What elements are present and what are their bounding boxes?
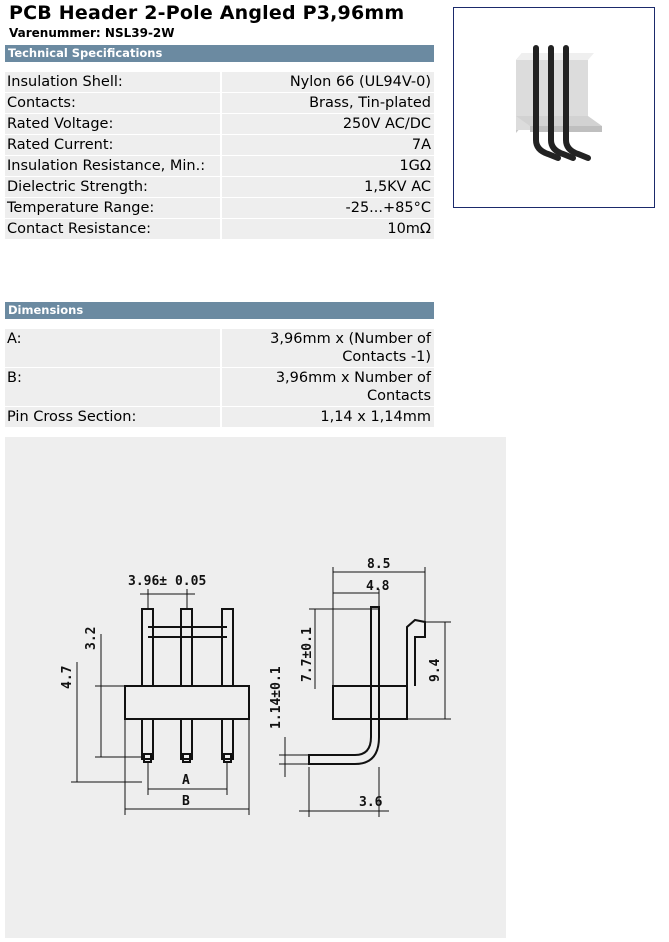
tech-specs-table: Insulation Shell:Nylon 66 (UL94V-0)Conta… <box>5 71 434 240</box>
product-photo <box>453 7 655 208</box>
spec-value: 250V AC/DC <box>222 114 434 134</box>
connector-photo-image <box>516 45 602 161</box>
tech-specs-header: Technical Specifications <box>5 45 434 62</box>
item-number: Varenummer: NSL39-2W <box>9 26 175 40</box>
spec-label: Rated Voltage: <box>5 114 222 134</box>
spec-value: Brass, Tin-plated <box>222 93 434 113</box>
spec-label: Insulation Shell: <box>5 72 222 92</box>
spec-value: 3,96mm x Number of Contacts <box>222 368 434 406</box>
spec-value: 7A <box>222 135 434 155</box>
spec-value: 10mΩ <box>222 219 434 239</box>
spec-label: Insulation Resistance, Min.: <box>5 156 222 176</box>
spec-value: Nylon 66 (UL94V-0) <box>222 72 434 92</box>
spec-row: Rated Current:7A <box>5 135 434 155</box>
front-body <box>124 685 250 720</box>
spec-label: A: <box>5 329 222 367</box>
spec-row: A:3,96mm x (Number of Contacts -1) <box>5 329 434 367</box>
spec-label: Contact Resistance: <box>5 219 222 239</box>
dim-b-label: B <box>182 794 190 809</box>
spec-value: 1,14 x 1,14mm <box>222 407 434 427</box>
spec-label: Contacts: <box>5 93 222 113</box>
product-title: PCB Header 2-Pole Angled P3,96mm <box>9 2 405 24</box>
technical-drawing: 3.96± 0.05 3.2 4.7 A B 8.5 4.8 7.7±0.1 9… <box>5 437 506 938</box>
spec-row: Insulation Shell:Nylon 66 (UL94V-0) <box>5 72 434 92</box>
dim-8-5-label: 8.5 <box>367 557 390 572</box>
spec-label: Pin Cross Section: <box>5 407 222 427</box>
spec-row: Contact Resistance:10mΩ <box>5 219 434 239</box>
spec-row: Dielectric Strength:1,5KV AC <box>5 177 434 197</box>
dim-7-7-label: 7.7±0.1 <box>300 627 315 682</box>
spec-row: Pin Cross Section:1,14 x 1,14mm <box>5 407 434 427</box>
spec-row: B:3,96mm x Number of Contacts <box>5 368 434 406</box>
spec-value: 1GΩ <box>222 156 434 176</box>
dimensions-table: A:3,96mm x (Number of Contacts -1)B:3,96… <box>5 328 434 428</box>
spec-row: Contacts:Brass, Tin-plated <box>5 93 434 113</box>
dim-4-8-label: 4.8 <box>366 579 390 594</box>
spec-label: Temperature Range: <box>5 198 222 218</box>
spec-label: Rated Current: <box>5 135 222 155</box>
dimensions-header: Dimensions <box>5 302 434 319</box>
spec-label: B: <box>5 368 222 406</box>
spec-row: Insulation Resistance, Min.:1GΩ <box>5 156 434 176</box>
spec-row: Temperature Range:-25...+85°C <box>5 198 434 218</box>
dim-4-7-label: 4.7 <box>60 666 75 689</box>
dim-3-6-label: 3.6 <box>359 795 383 810</box>
dim-1-14-label: 1.14±0.1 <box>269 666 284 729</box>
dim-9-4-label: 9.4 <box>428 658 443 682</box>
dim-pitch-label: 3.96± 0.05 <box>128 574 206 589</box>
spec-value: 1,5KV AC <box>222 177 434 197</box>
dim-a-label: A <box>182 773 190 788</box>
spec-value: 3,96mm x (Number of Contacts -1) <box>222 329 434 367</box>
drawing-svg: 3.96± 0.05 3.2 4.7 A B 8.5 4.8 7.7±0.1 9… <box>60 557 451 817</box>
spec-row: Rated Voltage:250V AC/DC <box>5 114 434 134</box>
spec-value: -25...+85°C <box>222 198 434 218</box>
dim-3-2-label: 3.2 <box>84 627 99 650</box>
spec-label: Dielectric Strength: <box>5 177 222 197</box>
